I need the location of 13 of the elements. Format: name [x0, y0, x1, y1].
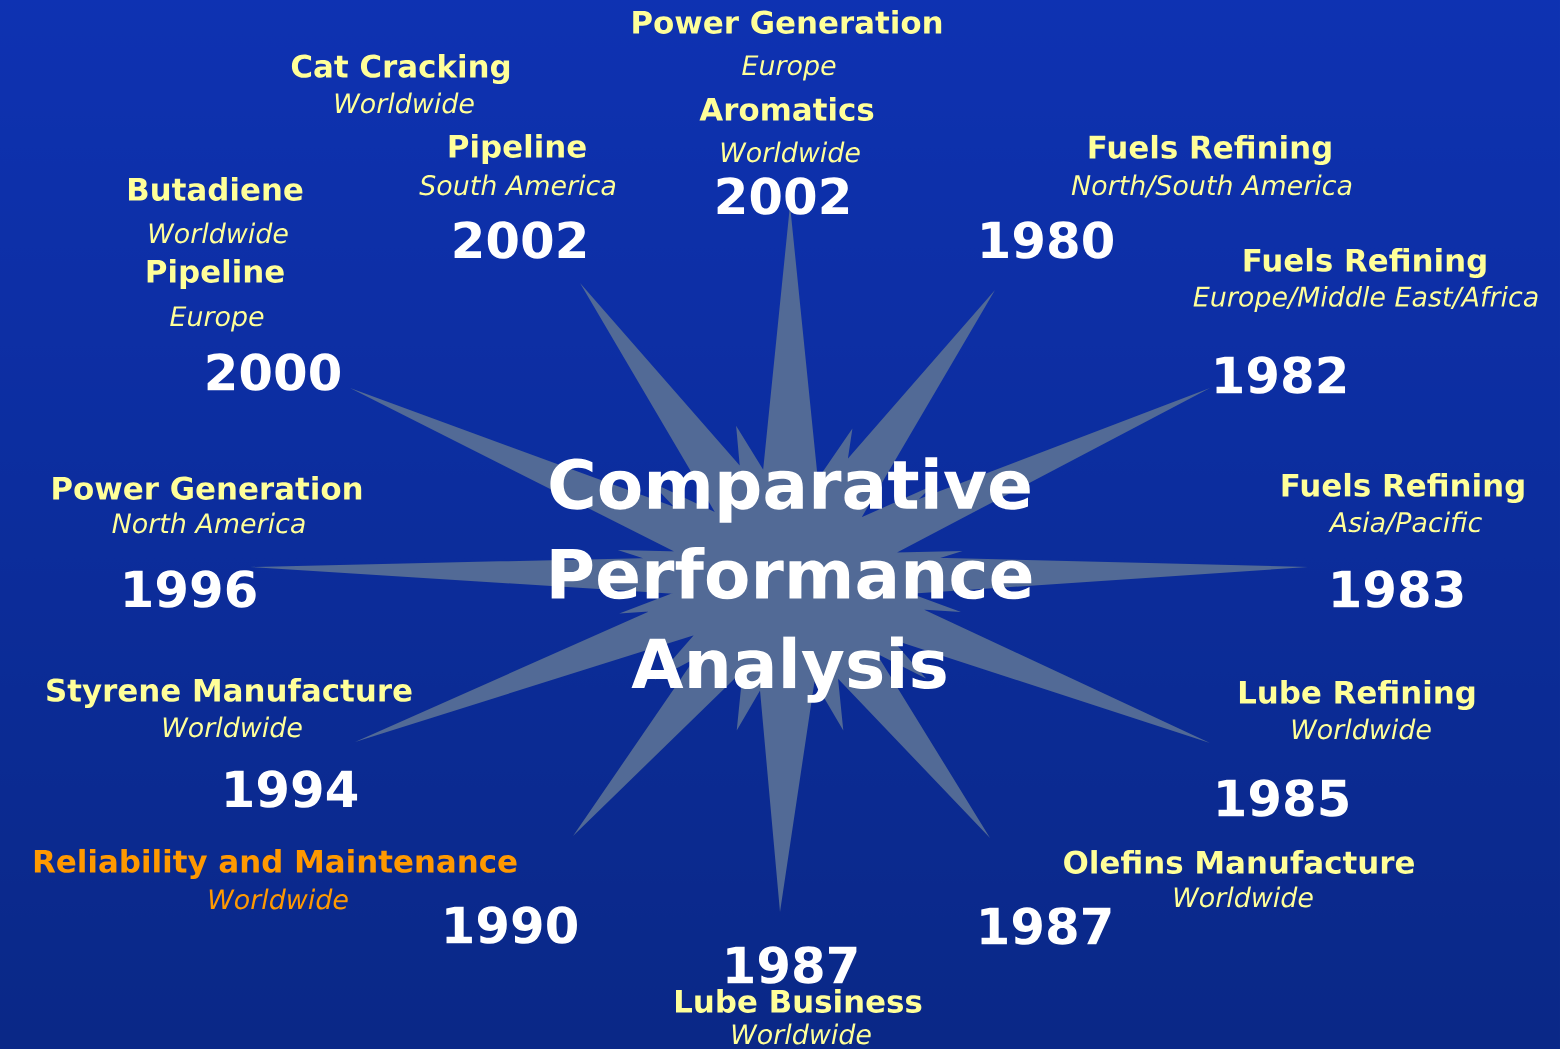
heading-text: Aromatics: [699, 97, 874, 121]
region-text: Worldwide: [721, 141, 860, 163]
year-text: 1980: [982, 221, 1113, 259]
heading-text: Butadiene: [129, 177, 303, 201]
heading-text: Power Generation: [633, 10, 942, 34]
heading-text: Pipeline: [449, 134, 586, 164]
heading-text: Fuels Refining: [1089, 134, 1331, 166]
region-text: Europe: [742, 55, 836, 81]
region-text: Worldwide: [335, 92, 474, 114]
year-text: 2002: [454, 221, 586, 259]
heading-text: Cat Cracking: [291, 53, 510, 85]
heading-text: Lube Business: [676, 989, 922, 1013]
region-text: Worldwide: [732, 1023, 871, 1045]
